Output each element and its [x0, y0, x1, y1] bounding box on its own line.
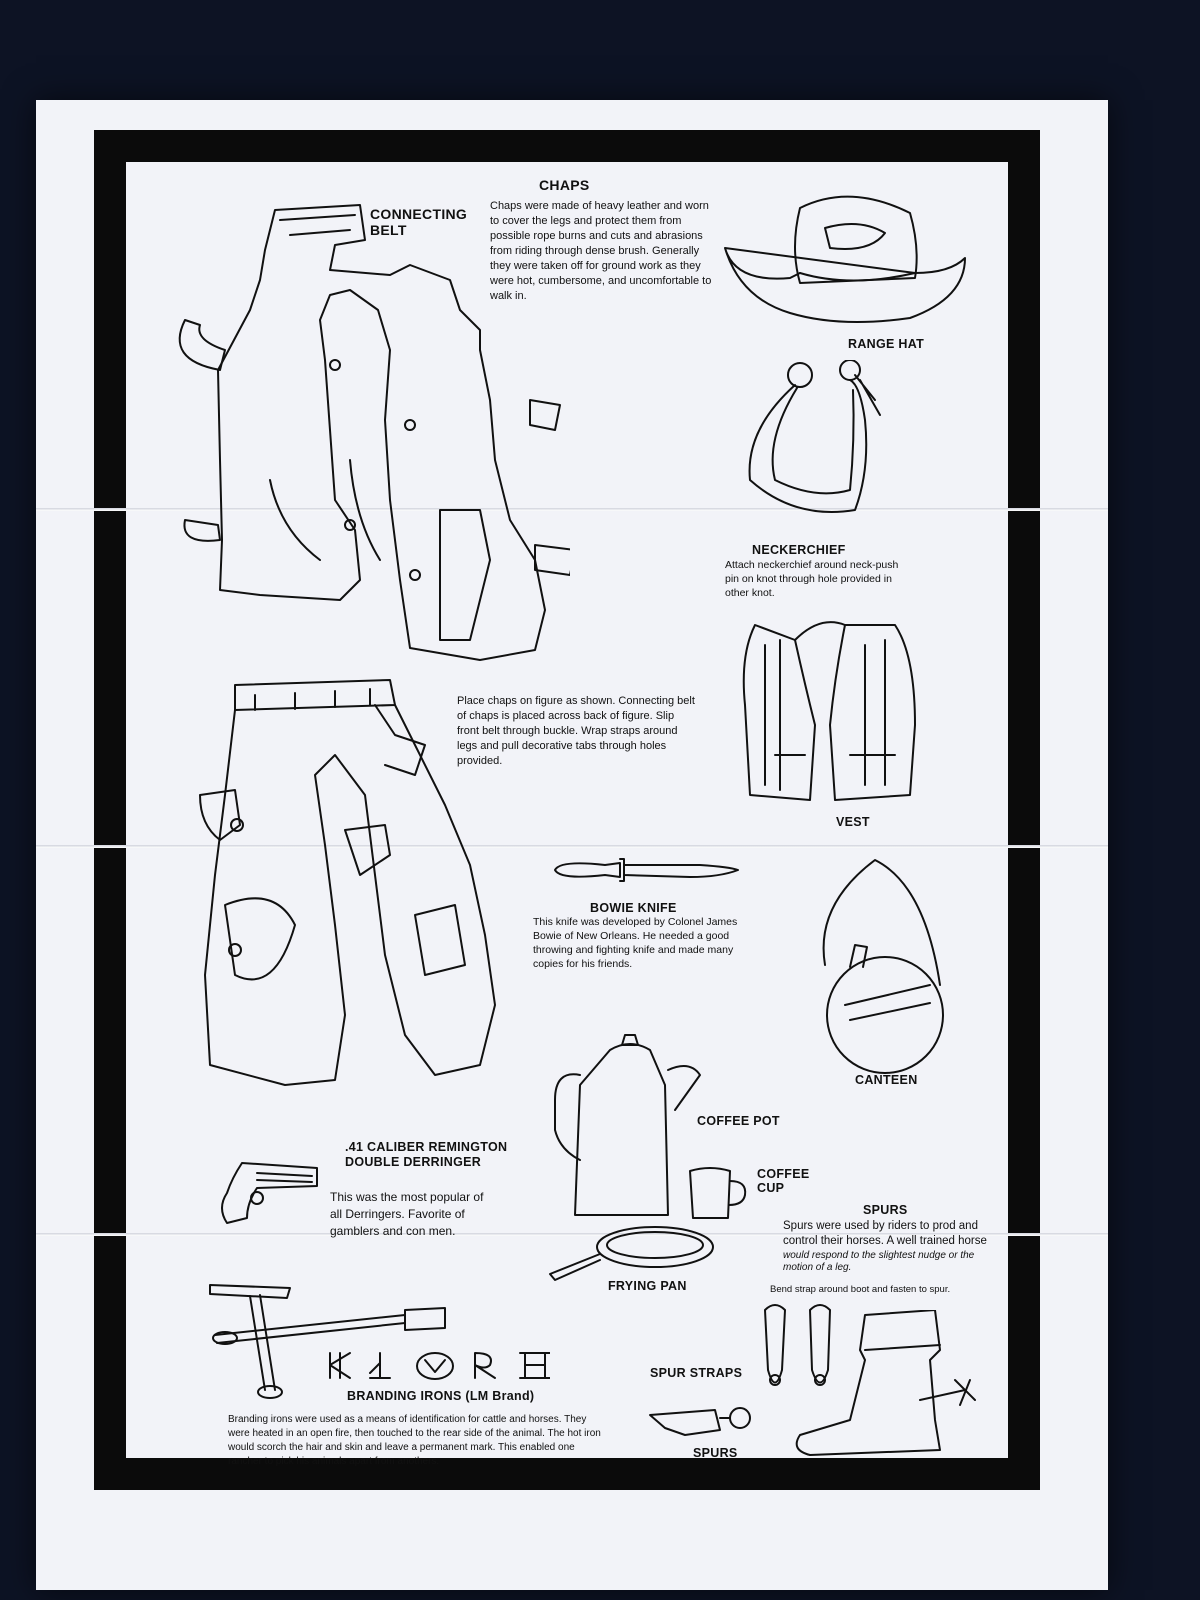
vest-label: VEST — [836, 815, 870, 829]
canteen-illustration — [805, 855, 955, 1075]
neckerchief-illustration — [735, 360, 895, 530]
chaps-instructions: Place chaps on figure as shown. Connecti… — [457, 695, 695, 767]
bowie-knife-label: BOWIE KNIFE — [590, 901, 677, 915]
coffee-cup-illustration — [685, 1163, 750, 1223]
coffee-pot-label: COFFEE POT — [697, 1114, 780, 1128]
neckerchief-instructions: Attach neckerchief around neck-push pin … — [725, 559, 899, 599]
frying-pan-label: FRYING PAN — [608, 1279, 687, 1293]
spur-straps-label: SPUR STRAPS — [650, 1366, 743, 1380]
bowie-knife-illustration — [550, 855, 740, 885]
bowie-knife-description: This knife was developed by Colonel Jame… — [533, 916, 738, 970]
range-hat-illustration — [720, 178, 970, 328]
paper-fold-line — [36, 508, 1108, 511]
spur-strap-instructions: Bend strap around boot and fasten to spu… — [770, 1284, 951, 1295]
branding-irons-label: BRANDING IRONS (LM Brand) — [347, 1389, 535, 1403]
neckerchief-label: NECKERCHIEF — [752, 543, 846, 557]
black-border-frame — [94, 130, 1040, 1490]
chaps-description: Chaps were made of heavy leather and wor… — [490, 200, 712, 302]
spurs-label: SPURS — [693, 1446, 738, 1460]
chaps-title: CHAPS — [539, 177, 590, 193]
canteen-label: CANTEEN — [855, 1073, 918, 1087]
spur-straps-illustration — [760, 1300, 850, 1400]
coffee-pot-illustration — [550, 1030, 710, 1220]
coffee-cup-label: COFFEE CUP — [757, 1167, 810, 1195]
vest-illustration — [735, 615, 920, 815]
paper-fold-line — [36, 1233, 1108, 1236]
frying-pan-illustration — [545, 1222, 715, 1292]
range-hat-label: RANGE HAT — [848, 337, 925, 351]
branding-irons-description: Branding irons were used as a means of i… — [228, 1414, 601, 1467]
spurs-title: SPURS — [863, 1203, 908, 1217]
chaps-illustration — [150, 200, 570, 670]
derringer-description: This was the most popular of all Derring… — [330, 1190, 484, 1238]
boot-with-spur-illustration — [790, 1310, 980, 1460]
spurs-description: Spurs were used by riders to prod and co… — [783, 1220, 987, 1247]
paper-fold-line — [36, 845, 1108, 848]
chaps-on-figure-illustration — [195, 675, 505, 1105]
branding-iron-illustration — [205, 1280, 465, 1400]
derringer-label: .41 CALIBER REMINGTON DOUBLE DERRINGER — [345, 1140, 508, 1169]
derringer-illustration — [212, 1158, 322, 1228]
spurs-description-italic: would respond to the slightest nudge or … — [783, 1250, 975, 1273]
connecting-belt-label: CONNECTING BELT — [370, 206, 468, 238]
spurs-illustration — [645, 1400, 760, 1440]
lm-brand-symbols — [325, 1348, 550, 1383]
